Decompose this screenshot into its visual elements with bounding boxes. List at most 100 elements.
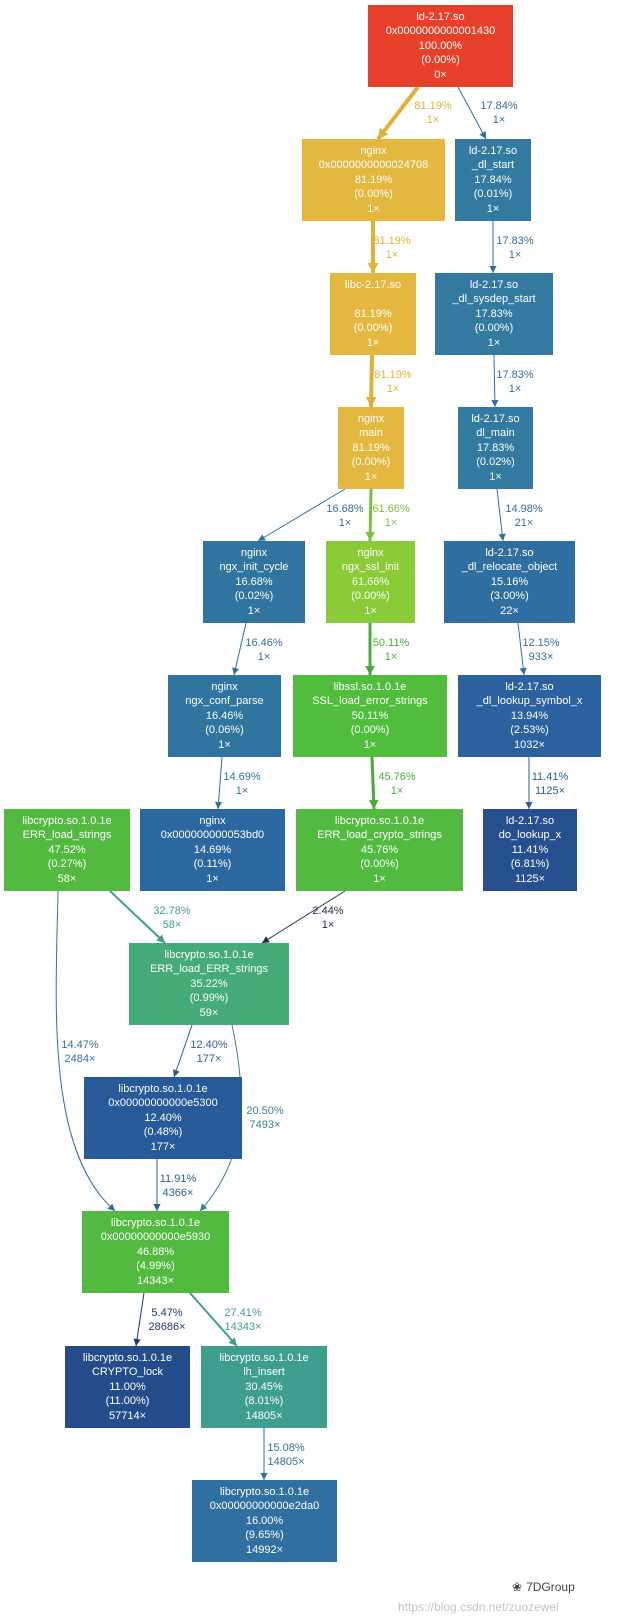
node-self-percent: (8.01%)	[244, 1395, 284, 1408]
edge-percent: 16.68%	[326, 503, 364, 515]
edge-arrowhead	[489, 266, 497, 273]
edge-calls: 28686×	[148, 1321, 186, 1333]
node-module: libcrypto.so.1.0.1e	[334, 814, 425, 827]
node-total-percent: 17.83%	[475, 307, 513, 320]
node-calls: 1×	[364, 604, 377, 617]
edge-calls: 1×	[426, 114, 440, 126]
node-calls: 59×	[199, 1006, 219, 1019]
edge-percent: 81.19%	[373, 235, 411, 247]
edge-n7-n10	[496, 488, 504, 542]
edge-percent: 14.47%	[61, 1039, 99, 1051]
node-symbol: _dl_sysdep_start	[452, 293, 536, 306]
edge-n5-n7	[493, 354, 496, 408]
node-symbol: ngx_ssl_init	[341, 561, 400, 574]
node-module: libcrypto.so.1.0.1e	[118, 1082, 208, 1095]
node-module: nginx	[211, 680, 238, 693]
node-symbol: do_lookup_x	[498, 829, 562, 842]
edge-arrowhead	[258, 534, 266, 541]
node-symbol: 0x00000000000e2da0	[209, 1500, 320, 1513]
edge-calls: 1×	[384, 651, 398, 663]
edge-arrowhead	[525, 802, 533, 809]
edge-label: 50.11%1×	[373, 636, 410, 664]
node-total-percent: 17.83%	[476, 441, 515, 454]
watermark-brand: ❀ 7DGroup	[512, 1580, 575, 1594]
edge-n8-n11	[233, 622, 247, 676]
edge-calls: 1×	[492, 114, 506, 126]
node-total-percent: 81.19%	[354, 173, 393, 186]
edge-calls: 58×	[162, 919, 182, 931]
node-self-percent: (0.00%)	[421, 54, 460, 67]
edge-percent: 12.40%	[190, 1039, 228, 1051]
edge-calls: 14343×	[224, 1321, 262, 1333]
edge-arrowhead	[172, 1069, 180, 1077]
edge-percent: 11.91%	[159, 1173, 197, 1185]
edge-n1-n2	[376, 85, 420, 141]
edge-label: 2.44%1×	[312, 904, 343, 932]
edge-label: 16.68%1×	[326, 502, 363, 530]
edge-arrowhead	[228, 1337, 237, 1346]
edge-label: 12.40%177×	[190, 1038, 227, 1066]
edge-percent: 27.41%	[224, 1307, 262, 1319]
edge-calls: 1×	[385, 249, 399, 261]
node-total-percent: 12.40%	[144, 1111, 182, 1124]
node-module: nginx	[240, 546, 268, 559]
edge-calls: 1125×	[534, 785, 566, 797]
watermark-brand-text: 7DGroup	[526, 1580, 575, 1594]
node-total-percent: 35.22%	[190, 977, 228, 990]
node-self-percent: (9.65%)	[245, 1529, 284, 1542]
edge-calls: 933×	[528, 651, 554, 663]
node-calls: 1032×	[514, 738, 545, 751]
edge-percent: 17.83%	[496, 235, 534, 247]
node-calls: 1×	[487, 336, 501, 349]
node-module: libcrypto.so.1.0.1e	[82, 1351, 173, 1364]
edge-percent: 20.50%	[246, 1105, 284, 1117]
edge-calls: 1×	[508, 383, 522, 395]
node-self-percent: (0.11%)	[193, 858, 232, 871]
edge-n20-n22	[189, 1292, 238, 1347]
node-module: libcrypto.so.1.0.1e	[219, 1485, 310, 1498]
edge-arrowhead	[156, 934, 165, 943]
edge-label: 17.84%1×	[480, 99, 517, 127]
node-total-percent: 81.19%	[352, 441, 390, 454]
node-module: ld-2.17.so	[468, 144, 518, 157]
node-module: libcrypto.so.1.0.1e	[22, 814, 112, 827]
edge-arrowhead	[519, 667, 527, 675]
node-symbol: 0x000000000053bd0	[160, 829, 265, 842]
node-total-percent: 11.00%	[109, 1380, 146, 1393]
edge-percent: 5.47%	[151, 1307, 183, 1319]
node-total-percent: 100.00%	[418, 39, 463, 52]
edge-percent: 2.44%	[312, 905, 344, 917]
edge-calls: 4366×	[162, 1187, 194, 1199]
edge-n16-n18	[261, 890, 346, 944]
node-self-percent: (0.27%)	[47, 858, 87, 871]
edge-label: 20.50% 7493×	[246, 1104, 283, 1132]
edge-arrowhead	[107, 1203, 115, 1211]
edge-calls: 7493×	[249, 1119, 281, 1131]
edge-label: 15.08%14805×	[267, 1441, 304, 1469]
edge-label: 14.47%2484×	[61, 1038, 98, 1066]
